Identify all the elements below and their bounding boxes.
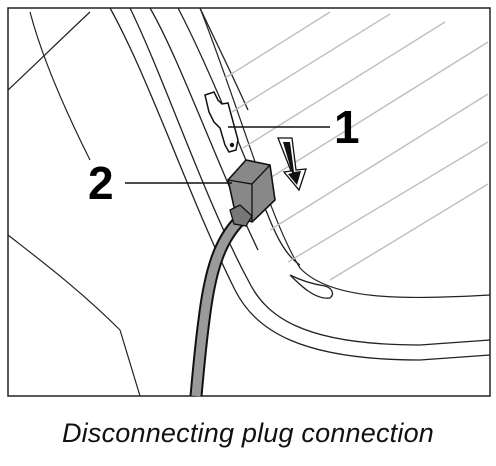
diagram-illustration: 1 2 [7,7,491,397]
weatherstrip-end [289,274,334,299]
connector-terminal [204,91,239,153]
plug-housing [227,159,276,227]
figure-caption: Disconnecting plug connection [61,418,435,448]
callout-1: 1 [334,101,360,153]
disconnect-arrow-icon [277,137,307,192]
callout-2: 2 [88,157,114,209]
body-panel-lines [7,11,141,397]
wiring-cable [189,215,245,397]
terminal-hole [229,142,235,148]
window-glass [199,7,491,299]
